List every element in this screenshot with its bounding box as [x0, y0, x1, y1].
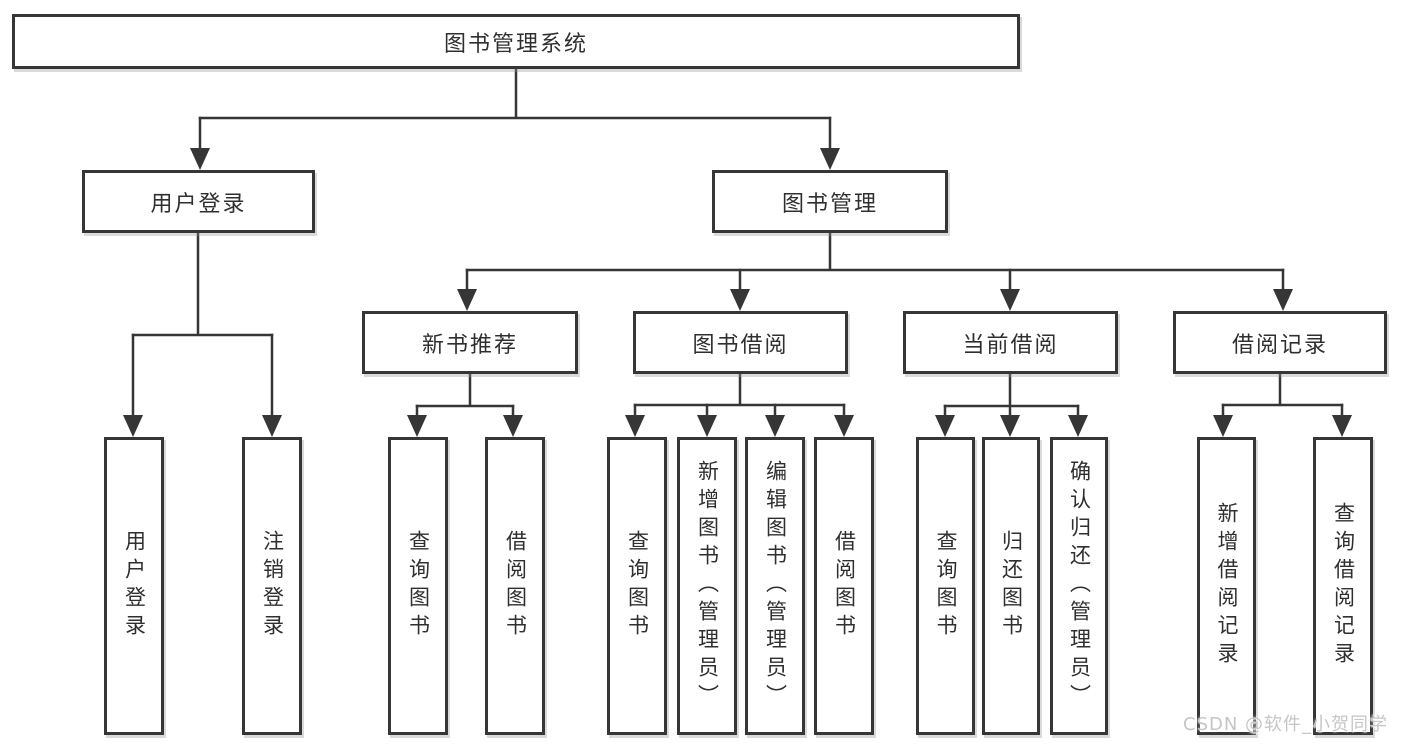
node-current-borrow: 当前借阅	[903, 311, 1118, 374]
leaf-borrow-books-recommend: 借阅图书	[485, 437, 545, 735]
node-label: 确认归还（管理员）	[1067, 460, 1092, 712]
node-label: 编辑图书（管理员）	[763, 460, 788, 712]
node-book-management: 图书管理	[712, 170, 948, 233]
node-label: 用户登录	[150, 191, 247, 217]
node-root: 图书管理系统	[12, 14, 1020, 69]
leaf-edit-books-admin: 编辑图书（管理员）	[745, 437, 805, 735]
leaf-borrow-books: 借阅图书	[814, 437, 874, 735]
node-label: 查询图书	[625, 530, 650, 642]
node-new-book-recommend: 新书推荐	[362, 311, 578, 374]
leaf-query-books-recommend: 查询图书	[388, 437, 448, 735]
node-label: 注销登录	[260, 530, 285, 642]
node-label: 查询借阅记录	[1331, 502, 1356, 670]
node-user-login: 用户登录	[82, 170, 315, 233]
node-label: 新增借阅记录	[1215, 502, 1239, 670]
csdn-watermark: CSDN @软件_小贺同学	[1183, 714, 1389, 735]
node-label: 图书管理	[781, 191, 878, 217]
node-label: 借阅图书	[832, 530, 857, 642]
node-label: 借阅图书	[503, 530, 528, 642]
leaf-user-login: 用户登录	[104, 437, 164, 735]
node-label: 图书管理系统	[443, 31, 588, 57]
leaf-add-books-admin: 新增图书（管理员）	[677, 437, 737, 735]
leaf-confirm-return-admin: 确认归还（管理员）	[1050, 437, 1108, 735]
node-label: 借阅记录	[1231, 332, 1328, 358]
node-label: 新增图书（管理员）	[695, 460, 720, 712]
node-label: 查询图书	[934, 530, 958, 642]
node-label: 新书推荐	[421, 332, 518, 358]
node-label: 归还图书	[999, 530, 1024, 642]
node-borrow-records: 借阅记录	[1173, 311, 1387, 374]
leaf-add-borrow-record: 新增借阅记录	[1197, 437, 1256, 735]
node-book-borrow: 图书借阅	[633, 311, 848, 374]
leaf-query-borrow-record: 查询借阅记录	[1313, 437, 1373, 735]
node-label: 图书借阅	[692, 332, 789, 358]
node-label: 查询图书	[406, 530, 431, 642]
node-label: 用户登录	[122, 530, 147, 642]
node-label: 当前借阅	[962, 332, 1059, 358]
leaf-query-books-borrow: 查询图书	[607, 437, 667, 735]
leaf-return-books: 归还图书	[982, 437, 1040, 735]
leaf-query-books-current: 查询图书	[916, 437, 975, 735]
leaf-logout: 注销登录	[242, 437, 302, 735]
